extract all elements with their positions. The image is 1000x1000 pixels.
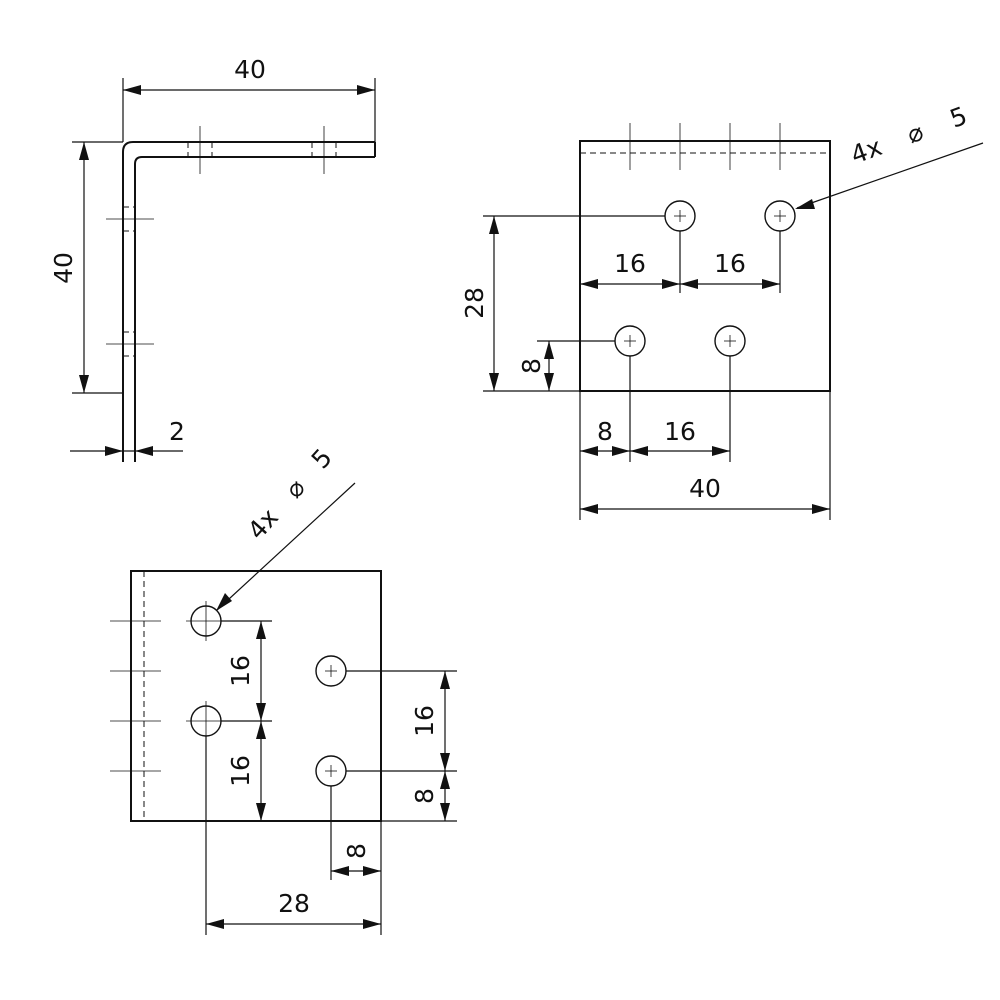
callout-count: 4x <box>847 132 886 170</box>
dimension-label: 28 <box>460 287 489 319</box>
dimension-label: 8 <box>517 358 546 374</box>
dimension-label: 16 <box>226 655 255 687</box>
dimension-label: 8 <box>410 788 439 804</box>
hole <box>315 755 347 787</box>
hole <box>186 601 226 641</box>
dimension-label: 16 <box>614 249 646 278</box>
dimension-width-28: 28 <box>205 736 381 935</box>
dimension-right-spacing: 16 8 <box>346 670 457 822</box>
hole-callout: 4x ⌀ 5 <box>795 101 984 209</box>
hole <box>186 701 226 741</box>
side-view: 40 40 2 <box>49 55 376 462</box>
hole <box>614 325 646 357</box>
dimension-label: 16 <box>664 417 696 446</box>
dimension-edge-8: 8 <box>330 786 382 935</box>
hidden-hole-ticks <box>629 123 781 170</box>
hole <box>664 200 696 232</box>
callout-size: 5 <box>306 443 338 474</box>
dimension-height-28: 28 <box>460 215 665 392</box>
hole-callout: 4x ⌀ 5 <box>216 443 356 611</box>
callout-count: 4x <box>242 503 284 545</box>
dimension-width-40: 40 <box>122 55 376 142</box>
hole <box>764 200 796 232</box>
dimension-label: 2 <box>169 417 185 446</box>
dimension-label: 28 <box>278 889 310 918</box>
hidden-hole-ticks <box>110 620 161 772</box>
bottom-view: 4x ⌀ 5 16 16 16 <box>110 443 457 935</box>
front-view: 4x ⌀ 5 16 16 28 <box>460 101 984 520</box>
hole <box>714 325 746 357</box>
dimension-label: 16 <box>714 249 746 278</box>
dimension-label: 40 <box>49 252 78 284</box>
plate-outline <box>130 570 382 822</box>
dimension-thickness-2: 2 <box>70 417 185 456</box>
callout-size: 5 <box>946 101 971 134</box>
dimension-total-width-40: 40 <box>580 391 831 520</box>
hidden-holes-horizontal-leg <box>187 126 337 174</box>
dimension-label: 40 <box>234 55 266 84</box>
dimension-label: 8 <box>597 417 613 446</box>
dimension-height-8: 8 <box>517 340 615 391</box>
callout-diameter-symbol: ⌀ <box>279 473 311 504</box>
dimension-left-spacing: 16 16 <box>221 620 272 821</box>
dimension-label: 40 <box>689 474 721 503</box>
dimension-label: 16 <box>226 755 255 787</box>
callout-diameter-symbol: ⌀ <box>903 117 927 149</box>
dimension-label: 16 <box>410 705 439 737</box>
hole <box>315 655 347 687</box>
dimension-upper-spacing: 16 16 <box>580 231 781 293</box>
hidden-holes-vertical-leg <box>106 206 154 357</box>
profile-inner-edge <box>134 156 375 462</box>
profile-outer-edge <box>122 141 375 462</box>
dimension-height-40: 40 <box>49 141 123 394</box>
dimension-lower-spacing: 8 16 <box>579 356 731 520</box>
plate-outline <box>579 140 831 392</box>
dimension-label: 8 <box>342 843 371 859</box>
